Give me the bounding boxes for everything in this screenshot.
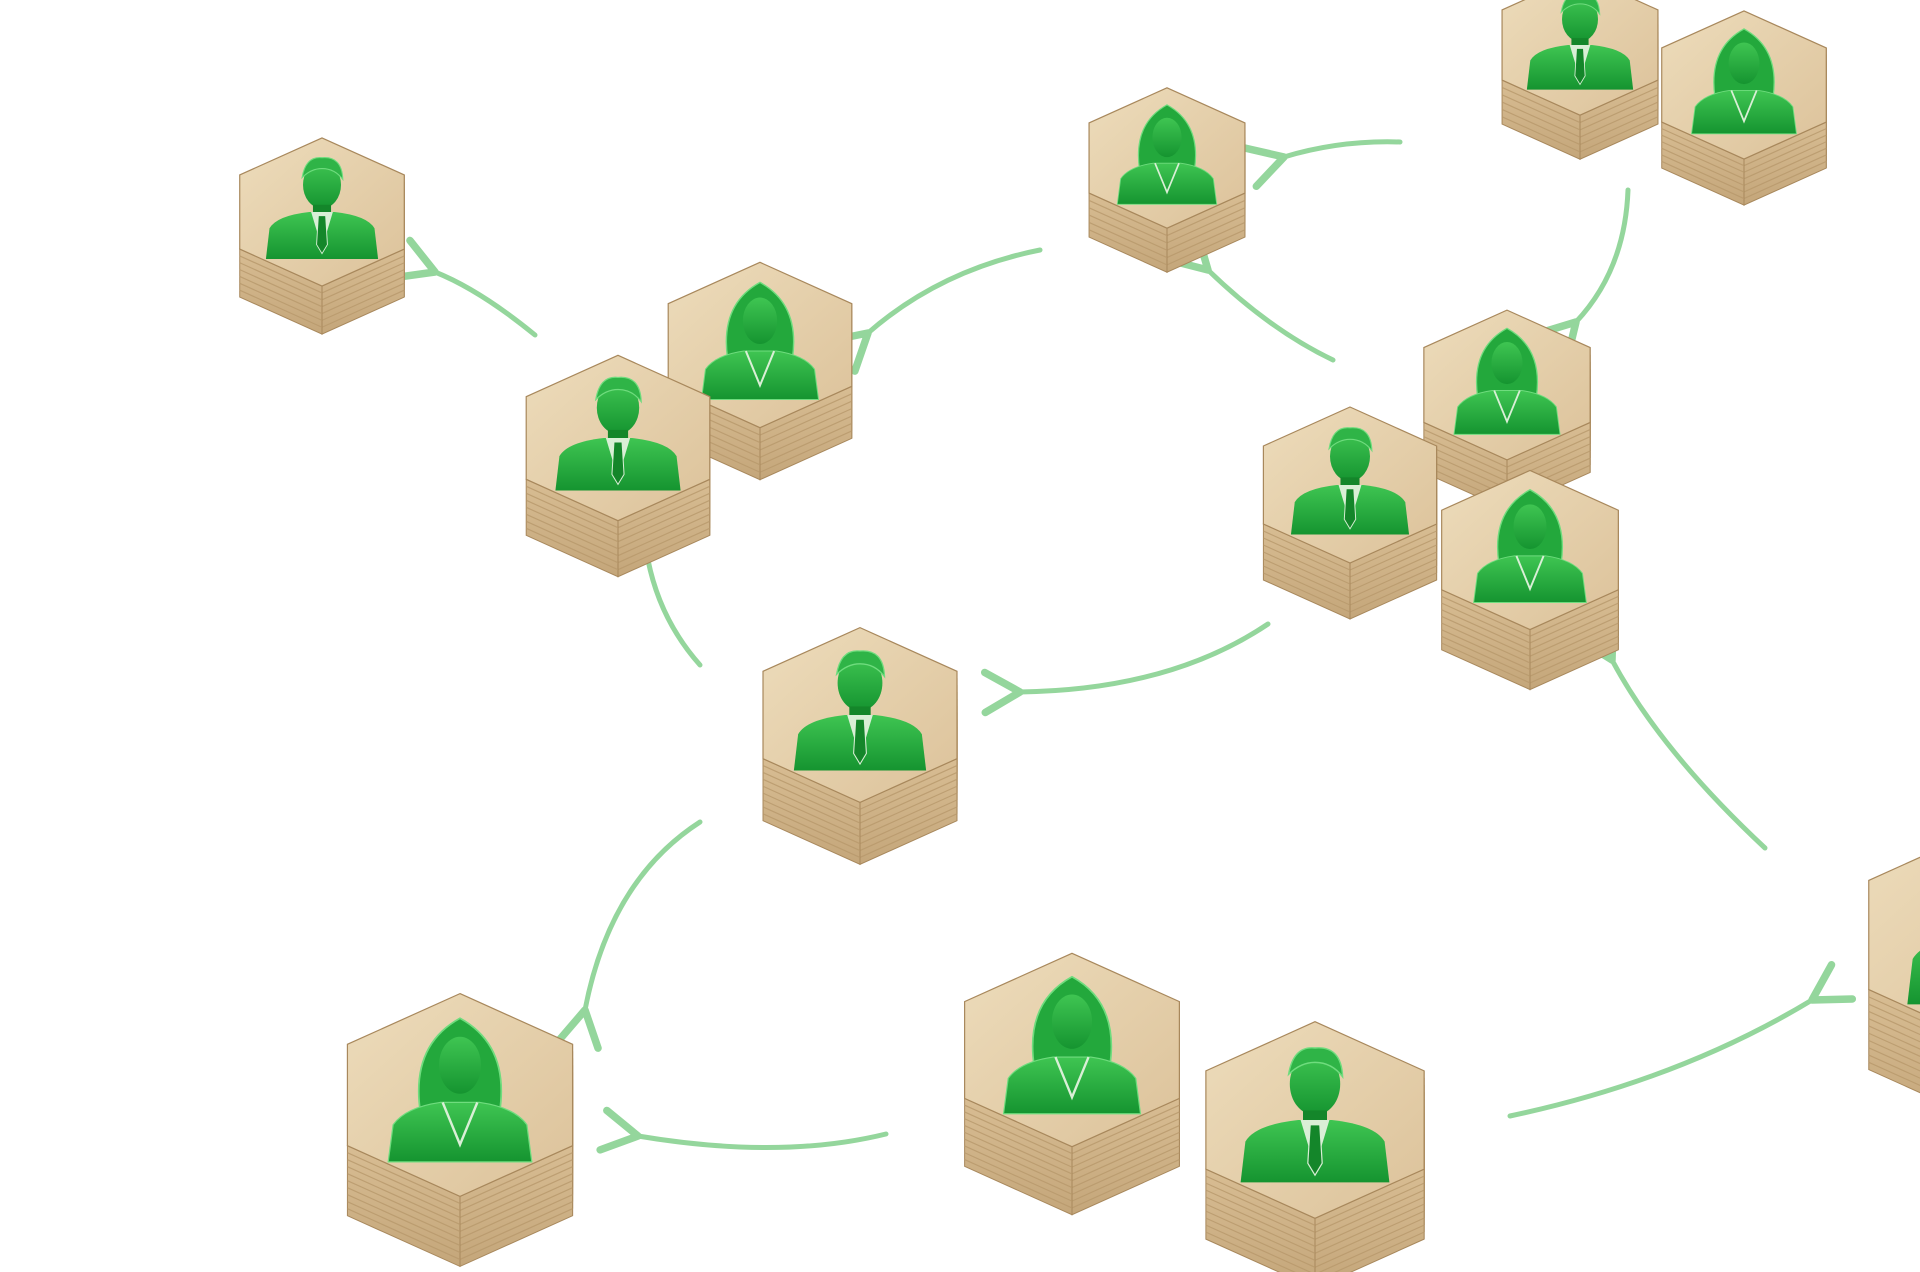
arrow xyxy=(1165,227,1336,363)
woman-icon xyxy=(1116,104,1218,205)
wood-tile xyxy=(239,137,405,335)
wood-tile xyxy=(1088,87,1246,273)
arrow xyxy=(980,621,1271,717)
wood-tile xyxy=(964,952,1180,1216)
man-icon xyxy=(793,650,927,771)
woman-icon xyxy=(1473,488,1587,603)
wood-tile xyxy=(1441,469,1619,691)
arrow xyxy=(1574,615,1768,851)
man-icon xyxy=(1290,427,1410,535)
arrow xyxy=(1533,187,1631,365)
wood-tile xyxy=(762,626,958,866)
arrow xyxy=(391,236,538,338)
wood-tile xyxy=(1501,0,1659,160)
tile-side xyxy=(762,671,958,866)
man-icon xyxy=(1907,950,1920,1005)
woman-icon xyxy=(700,281,820,401)
arrow xyxy=(824,247,1043,375)
tile-side xyxy=(1205,1070,1425,1272)
tile-side xyxy=(525,396,711,578)
arrows-layer xyxy=(391,139,1857,1154)
man-icon xyxy=(265,157,379,260)
arrow xyxy=(596,1106,889,1154)
wood-tile xyxy=(1205,1021,1425,1272)
arrow xyxy=(554,819,703,1052)
tile-top xyxy=(1868,856,1920,1014)
woman-icon xyxy=(387,1017,533,1163)
arrow xyxy=(617,518,703,668)
woman-icon xyxy=(1453,327,1561,435)
tiles-layer xyxy=(239,0,1920,1272)
tile-side xyxy=(1088,122,1246,273)
wood-tile xyxy=(525,354,711,578)
woman-icon xyxy=(1002,975,1142,1115)
arrow xyxy=(1507,961,1857,1119)
wood-tile xyxy=(1423,309,1591,511)
tile-side xyxy=(239,174,405,335)
wood-tile xyxy=(1868,856,1920,1094)
wood-tile xyxy=(667,261,853,481)
wood-tile xyxy=(1661,10,1827,206)
wood-tile xyxy=(1262,406,1438,620)
tile-side xyxy=(1441,510,1619,691)
man-icon xyxy=(1526,0,1634,90)
man-icon xyxy=(555,376,681,491)
woman-icon xyxy=(1691,28,1797,135)
man-icon xyxy=(1240,1047,1390,1183)
wood-tile xyxy=(346,992,574,1268)
arrow xyxy=(1240,139,1403,191)
